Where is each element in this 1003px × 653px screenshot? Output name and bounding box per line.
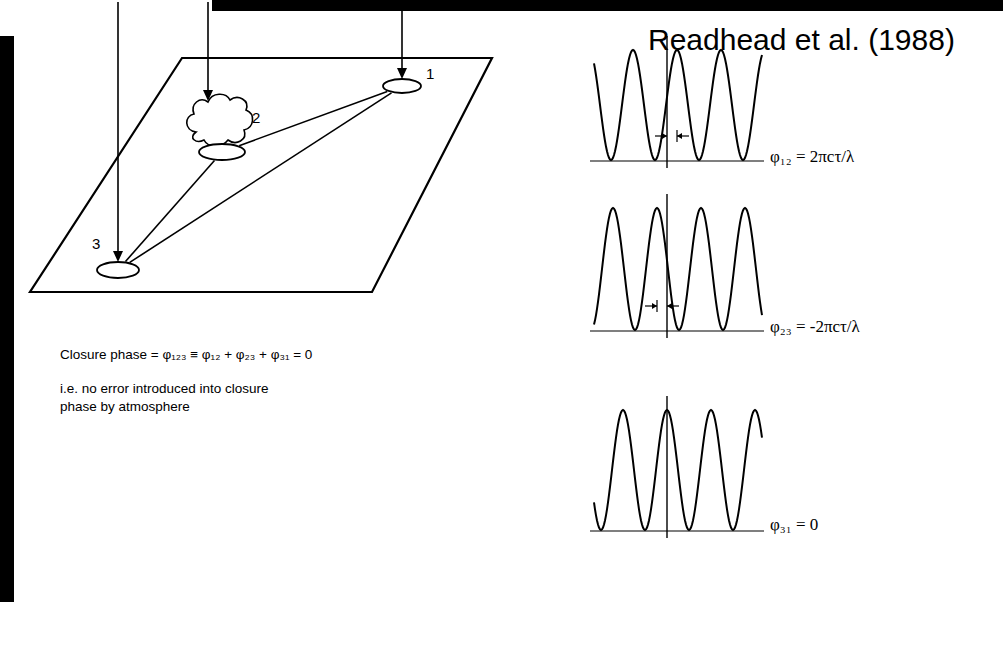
antenna-number: 1: [426, 66, 434, 82]
baseline: [590, 160, 764, 161]
baseline-link: [239, 91, 387, 145]
fringe-curve: [594, 50, 762, 160]
equation-note: Closure phase = φ₁₂₃ ≡ φ₁₂ + φ₂₃ + φ₃₁ =…: [60, 346, 312, 364]
antenna: 1: [382, 78, 422, 94]
phase-label: φ₁₂ = 2πcτ/λ: [770, 146, 854, 168]
phase-label: φ₂₃ = -2πcτ/λ: [770, 316, 860, 338]
frame-bar: [212, 0, 1003, 11]
incoming-rays: [118, 2, 402, 253]
antenna-number: 3: [92, 236, 100, 252]
arrowheads: [113, 68, 407, 262]
baseline-link: [125, 161, 214, 262]
phase-label: φ₃₁ = 0: [770, 514, 818, 536]
antenna: 2: [198, 143, 246, 161]
antenna-dish: [198, 143, 246, 161]
baseline: [590, 330, 764, 331]
antenna-dish: [96, 261, 140, 279]
ground-plane: [30, 58, 492, 292]
fringe-curve: [594, 410, 762, 530]
shift-marker: [645, 300, 679, 312]
cloud: [187, 94, 253, 146]
note: i.e. no error introduced into closure ph…: [60, 380, 275, 416]
baseline-link: [130, 93, 392, 263]
frame-bar: [0, 36, 14, 602]
reference-line: [666, 194, 667, 338]
baseline: [590, 530, 764, 531]
fringe-curve: [594, 208, 762, 330]
shift-marker: [655, 130, 689, 142]
antenna: 3: [96, 261, 140, 279]
antenna-number: 2: [252, 110, 260, 126]
citation: Readhead et al. (1988): [648, 20, 955, 59]
fringe-waves: [590, 36, 764, 538]
antenna-dish: [382, 78, 422, 94]
reference-line: [666, 396, 667, 538]
